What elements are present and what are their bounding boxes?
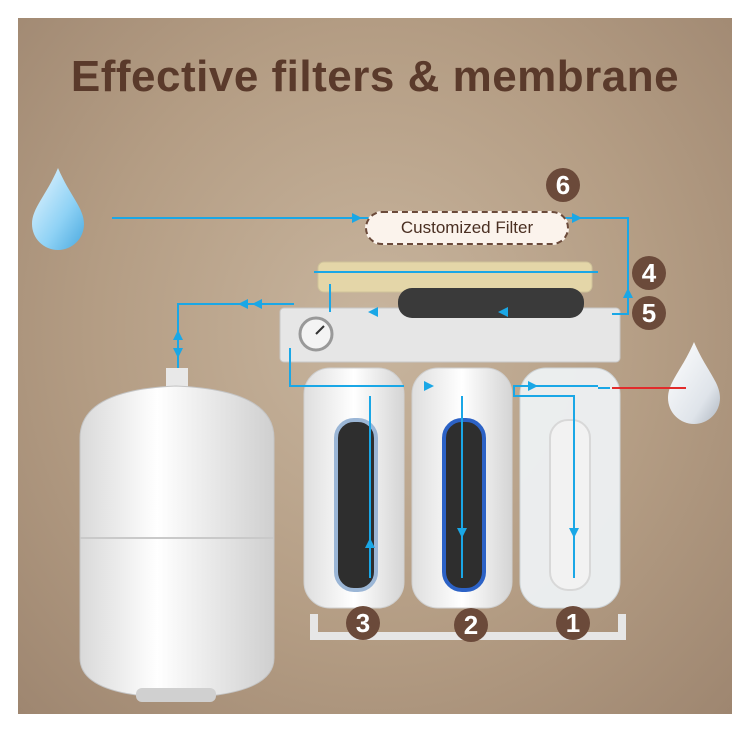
- stage-badge-1: 1: [556, 606, 590, 640]
- stage-badge-3: 3: [346, 606, 380, 640]
- filter-illustration: [32, 168, 720, 702]
- stage-badge-4: 4: [632, 256, 666, 290]
- water-drop-icon: [668, 342, 720, 424]
- stage-badge-2: 2: [454, 608, 488, 642]
- storage-tank: [79, 368, 275, 702]
- page-title: Effective filters & membrane: [70, 52, 680, 101]
- water-drop-icon: [32, 168, 84, 250]
- product-banner: Effective filters & membrane Customized …: [18, 18, 732, 714]
- customized-filter-label: Customized Filter: [365, 211, 569, 245]
- stage-badge-6: 6: [546, 168, 580, 202]
- stage-badge-5: 5: [632, 296, 666, 330]
